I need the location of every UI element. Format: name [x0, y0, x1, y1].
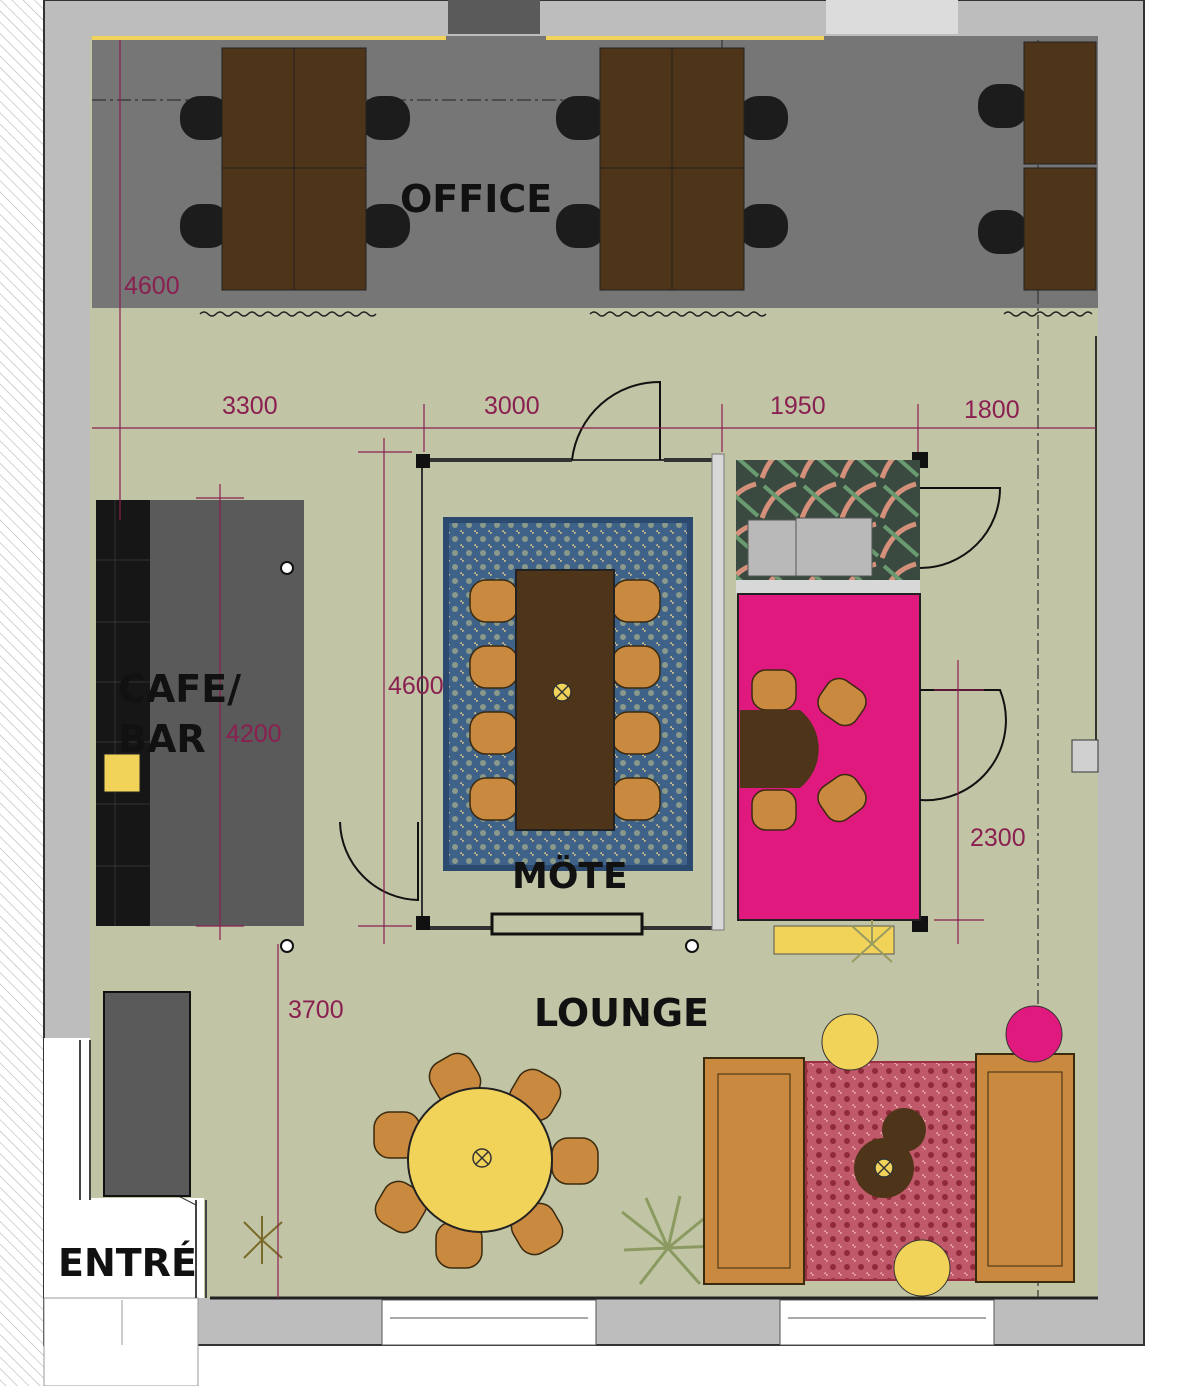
office-desk-group-left [180, 47, 410, 291]
plant-icon [851, 920, 893, 963]
pouf [821, 1013, 879, 1071]
lounge-label: LOUNGE [534, 991, 709, 1035]
bar-appliance [103, 753, 141, 793]
magenta-table [740, 710, 819, 788]
window-strip [546, 36, 824, 40]
curtain [589, 311, 767, 317]
curtain [199, 311, 377, 317]
entrance-step [43, 1297, 199, 1386]
column-marker [685, 939, 699, 953]
bar-cabinets [96, 500, 150, 926]
office-desk-group-right [978, 41, 1097, 291]
wall-opening [448, 0, 540, 34]
storage-cabinet [103, 991, 191, 1197]
bar-counter [150, 500, 304, 926]
column-marker [280, 561, 294, 575]
ceiling-light-icon [552, 682, 572, 702]
partition [736, 580, 920, 594]
armchair [747, 519, 797, 577]
entrance-floor [44, 1198, 204, 1298]
dimension-label: 2300 [970, 824, 1026, 852]
cafe-label-line2: BAR [118, 717, 206, 761]
dimension-label: 1950 [770, 392, 826, 420]
sofa [795, 517, 873, 577]
lounge-sofa-right [975, 1053, 1075, 1283]
column [1071, 739, 1099, 773]
entrance-label: ENTRÉ [58, 1241, 197, 1285]
dimension-label: 1800 [964, 396, 1020, 424]
wall-opening [826, 0, 958, 34]
magenta-room-chairs [751, 669, 867, 831]
window [381, 1299, 597, 1346]
door-swing [919, 689, 1007, 802]
bench [773, 925, 895, 955]
plant-icon [621, 1195, 719, 1285]
dimension-label: 4600 [124, 272, 180, 300]
curtain [1003, 311, 1093, 317]
dimension-label: 3700 [288, 996, 344, 1024]
column-marker [280, 939, 294, 953]
door-swing [919, 487, 1002, 569]
dimension-lines [92, 40, 1096, 1298]
ceiling-light-icon [472, 1148, 492, 1168]
cafe-label-line1: CAFE/ [118, 667, 241, 711]
pouf [893, 1239, 951, 1297]
window-strip [92, 36, 446, 40]
window [779, 1299, 995, 1346]
dimension-label: 4200 [226, 720, 282, 748]
exterior-hatch [0, 0, 44, 1386]
dimension-label: 3000 [484, 392, 540, 420]
meeting-chairs [469, 579, 661, 821]
office-label: OFFICE [400, 177, 552, 221]
ceiling-light-icon [874, 1158, 894, 1178]
lounge-sofa-left [703, 1057, 805, 1285]
dimension-label: 3300 [222, 392, 278, 420]
office-desk-group-middle [556, 47, 788, 291]
pouf [1005, 1005, 1063, 1063]
plant-icon [243, 1216, 283, 1264]
meeting-label: MÖTE [512, 855, 628, 897]
dimension-label: 4600 [388, 672, 444, 700]
